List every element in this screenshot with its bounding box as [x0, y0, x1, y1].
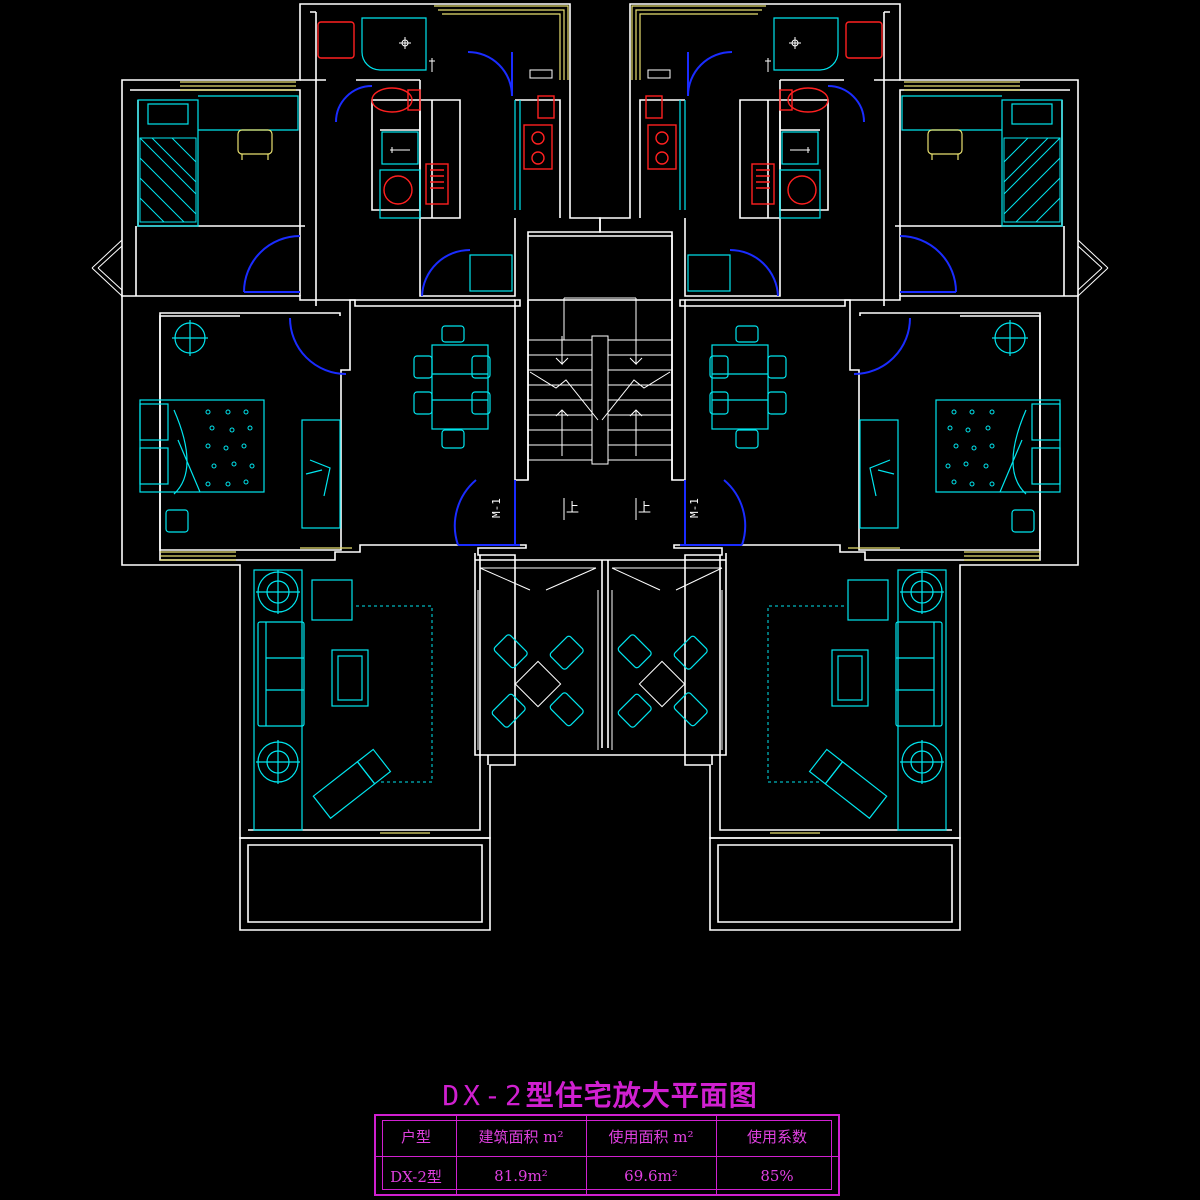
area-table-divider	[376, 1156, 838, 1157]
cell-usage-ratio: 85%	[760, 1167, 794, 1185]
exterior-wall	[121, 296, 527, 839]
drawing-title-code: DX-2	[442, 1079, 526, 1112]
desk-chair	[237, 129, 273, 155]
single-bed	[137, 99, 199, 227]
area-table-col-divider	[586, 1116, 587, 1194]
cell-unit-type: DX-2型	[390, 1167, 442, 1186]
right-unit-plan	[599, 3, 1109, 931]
area-table-col-divider	[716, 1116, 717, 1194]
stair-up-label-left: 上	[566, 501, 579, 516]
area-table-header-row: 户型 建筑面积 m² 使用面积 m² 使用系数	[376, 1116, 838, 1156]
fridge	[469, 254, 513, 292]
drawing-title-text: 型住宅放大平面图	[525, 1079, 758, 1112]
area-table-data-row: DX-2型 81.9m² 69.6m² 85%	[376, 1156, 838, 1196]
washbasin	[383, 175, 413, 205]
sofa	[257, 621, 305, 727]
left-unit-plan	[91, 3, 727, 931]
door-swing	[243, 235, 301, 293]
header-usage-ratio: 使用系数	[746, 1127, 807, 1146]
header-usable-area: 使用面积 m²	[608, 1127, 694, 1146]
lounge-chair	[312, 760, 376, 820]
door-label-m1-left: M-1	[490, 498, 503, 518]
armchair	[311, 579, 353, 621]
header-unit-type: 户型	[400, 1127, 431, 1146]
wardrobe	[301, 419, 341, 529]
gas-stove	[523, 124, 553, 170]
area-table: 户型 建筑面积 m² 使用面积 m² 使用系数 DX-2型 81.9m² 69.…	[374, 1114, 840, 1196]
cell-usable-area: 69.6m²	[624, 1167, 678, 1185]
stair-up-label-right: 上	[638, 501, 651, 516]
header-building-area: 建筑面积 m²	[478, 1127, 564, 1146]
stairwell	[527, 235, 673, 480]
area-table-col-divider	[456, 1116, 457, 1194]
door-label-m1-right: M-1	[688, 498, 701, 518]
washing-machine	[317, 21, 355, 59]
dining-table	[431, 344, 489, 430]
double-bed	[139, 399, 265, 493]
bed-quilt-pattern	[205, 409, 255, 487]
cell-building-area: 81.9m²	[494, 1167, 548, 1185]
window	[180, 81, 296, 91]
kitchen-sink	[425, 163, 449, 205]
coffee-table	[331, 649, 369, 707]
balcony-slab	[239, 837, 491, 931]
drawing-title: DX-2型住宅放大平面图	[0, 1074, 1200, 1114]
toilet	[371, 87, 413, 113]
area-table-inner-border	[382, 1120, 832, 1190]
center-lounge-furniture	[491, 634, 708, 728]
